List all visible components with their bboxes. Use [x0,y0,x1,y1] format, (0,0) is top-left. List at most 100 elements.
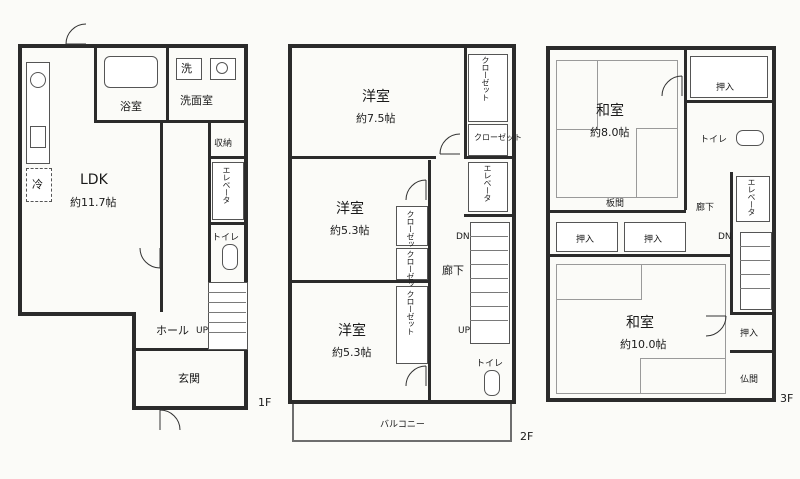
elevator-shaft [736,176,770,222]
butsuma-label: 仏間 [740,375,759,385]
oshiire [624,222,686,252]
door-swing-icon [705,315,727,337]
up-label: UP [458,326,471,336]
washer-box [176,58,202,80]
wall [292,156,436,159]
door-swing-icon [159,409,181,431]
ldk-size: 約11.7帖 [70,196,117,209]
wall [550,210,686,213]
elevator-label: エレベータ [483,164,492,202]
stair-tread [470,306,508,307]
closet-label: クローゼット [474,133,522,142]
balcony-rail [510,404,512,442]
stair-tread [740,288,770,289]
wall [684,100,772,103]
washroom-label: 洗面室 [180,94,213,107]
wall [94,48,97,122]
stair-tread [208,322,246,323]
wall [136,348,246,351]
room-a-size: 約7.5帖 [356,112,396,125]
wall [94,120,246,123]
ldk-label: LDK [80,172,108,188]
stair-tread [208,292,246,293]
hall-label: ホール [156,324,189,337]
stove-icon [30,72,46,88]
closet [468,124,508,156]
elevator-shaft [212,162,244,220]
wall [292,280,428,283]
staircase [208,282,248,350]
elevator-label: エレベータ [747,178,756,216]
stair-tread [740,260,770,261]
toilet-icon [484,370,500,396]
corridor-label: 廊下 [696,203,715,213]
wall [464,214,512,217]
closet-label: クローゼット [481,56,490,101]
wall [684,50,687,210]
oshiire-label: 押入 [576,235,595,245]
oshiire-label: 押入 [740,329,759,339]
tatami-mat [556,60,598,130]
wall [730,172,733,312]
floor-1f-label: 1F [258,396,272,409]
staircase [740,232,772,310]
toilet-label: トイレ [700,135,728,145]
oshiire [556,222,618,252]
wall [546,46,776,50]
wall [132,406,248,410]
wall [18,312,136,316]
door-swing-icon [65,23,87,45]
closet [396,248,428,280]
wall [512,44,516,404]
closet-label: クローゼット [406,210,415,255]
tatami-mat [636,128,678,198]
fridge-space [26,168,52,202]
toilet-icon [736,130,764,146]
door-swing-icon [405,365,427,387]
washer-label: 洗 [181,62,192,75]
stair-tread [470,250,508,251]
door-swing-icon [439,133,461,155]
wall [208,156,246,159]
elevator-label: エレベータ [222,166,231,204]
room-a-label: 和室 [596,103,624,119]
wall [550,254,730,257]
room-a-size: 約8.0帖 [590,126,630,139]
oshiire [690,56,768,98]
wall [166,48,169,122]
sink-icon [30,126,46,148]
balcony-rail [292,404,294,442]
tatami-mat [556,264,642,300]
wall [208,123,211,283]
stair-tread [470,236,508,237]
stair-tread [740,274,770,275]
entrance-label: 玄関 [178,372,200,385]
basin-icon [216,62,228,74]
balcony-rail [292,440,512,442]
closet [396,286,428,364]
staircase [470,222,510,344]
stair-tread [740,246,770,247]
room-b-size: 約5.3帖 [330,224,370,237]
itanoma-label: 板間 [606,199,625,209]
door-swing-icon [405,179,427,201]
wall [288,400,516,404]
corridor-label: 廊下 [442,264,464,277]
toilet-label: トイレ [212,233,240,243]
door-swing-icon [661,75,683,97]
up-label: UP [196,326,209,336]
door-swing-icon [139,247,161,269]
wall [428,160,431,400]
oshiire-label: 押入 [644,235,663,245]
wall [730,350,772,353]
wall [160,120,163,312]
storage-label: 収納 [214,139,233,149]
wall [244,44,248,410]
closet-label: クローゼット [406,250,415,295]
toilet-label: トイレ [476,359,504,369]
stair-tread [470,320,508,321]
wall [288,44,516,48]
oshiire-label: 押入 [716,83,735,93]
room-b-label: 和室 [626,315,654,331]
stair-tread [208,302,246,303]
